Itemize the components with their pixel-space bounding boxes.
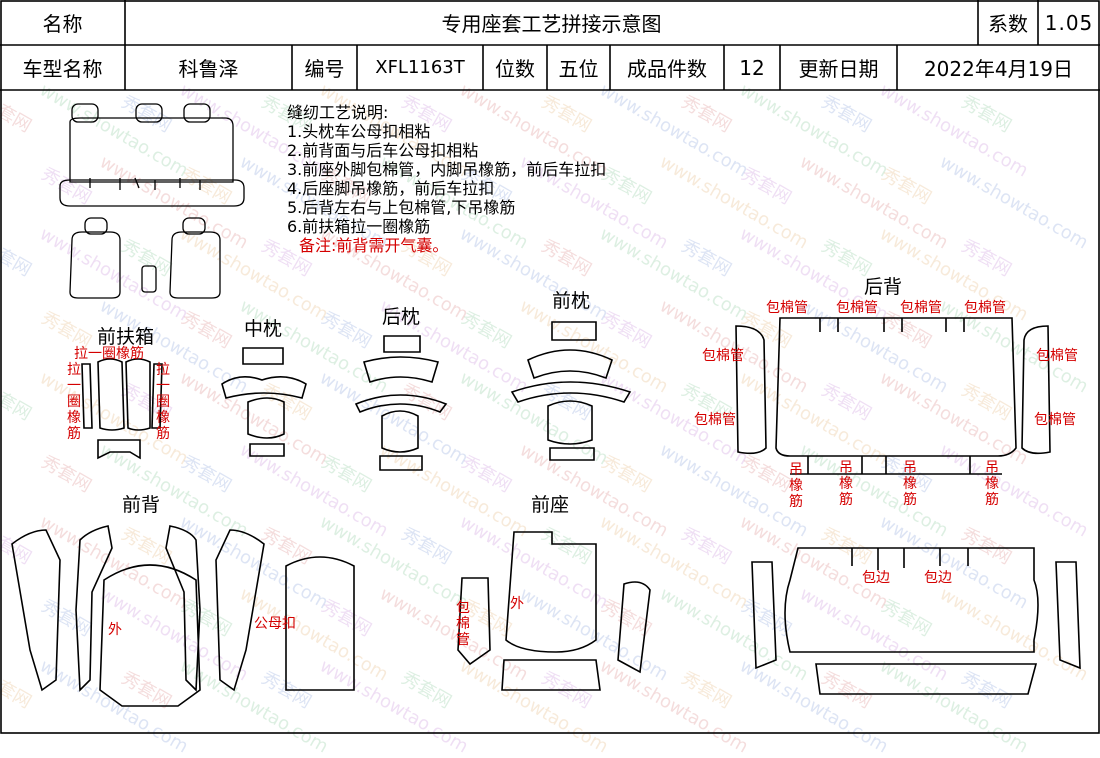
pieces-value: 12 <box>739 55 765 80</box>
note-cotton-tube: 包棉管 <box>702 348 744 364</box>
note-cotton-tube: 包棉管 <box>900 300 942 316</box>
label-front-headrest: 前枕 <box>552 290 591 312</box>
header-grid <box>0 0 1100 91</box>
note-cotton-tube: 包棉管 <box>766 300 808 316</box>
front-back-pieces <box>11 525 355 707</box>
note-outer: 外 <box>510 596 524 612</box>
note-hang-elastic: 吊橡筋 <box>789 462 803 510</box>
label-front-seat: 前座 <box>531 494 570 516</box>
note-item: 3.前座外脚包棉管，内脚吊橡筋，前后车拉扣 <box>287 160 607 179</box>
model-label: 车型名称 <box>22 57 103 81</box>
rear-headrest-pieces <box>354 335 448 471</box>
note-cotton-tube: 包棉管 <box>456 600 470 648</box>
rear-back-pieces <box>735 317 1051 475</box>
note-edge: 包边 <box>862 570 890 586</box>
date-label: 更新日期 <box>798 57 879 81</box>
label-front-armrest: 前扶箱 <box>97 326 155 348</box>
coef-label: 系数 <box>988 12 1028 36</box>
label-middle-headrest: 中枕 <box>244 318 283 340</box>
note-item: 2.前背面与后车公母扣相粘 <box>287 141 479 160</box>
note-snap: 公母扣 <box>254 616 296 632</box>
note-item: 5.后背左右与上包棉管,下吊橡筋 <box>287 198 516 217</box>
note-pull-elastic-right: 拉一圈橡筋 <box>156 362 170 442</box>
rear-bench-preview <box>59 103 245 207</box>
front-seats-preview <box>69 217 221 299</box>
front-armrest-pieces <box>81 358 163 460</box>
front-headrest-pieces <box>510 321 632 461</box>
note-hang-elastic: 吊橡筋 <box>903 460 917 508</box>
name-label: 名称 <box>42 12 83 36</box>
note-cotton-tube: 包棉管 <box>836 300 878 316</box>
code-value: XFL1163T <box>375 57 465 78</box>
header-table: 名称 专用座套工艺拼接示意图 系数 1.05 车型名称 科鲁泽 编号 XFL11… <box>0 0 1100 90</box>
notes-heading: 缝纫工艺说明: <box>287 103 389 122</box>
note-edge: 包边 <box>924 570 952 586</box>
label-rear-back: 后背 <box>864 276 903 298</box>
front-seat-pieces <box>457 531 651 691</box>
code-label: 编号 <box>304 57 345 81</box>
sewing-notes: 缝纫工艺说明: 1.头枕车公母扣相粘 2.前背面与后车公母扣相粘 3.前座外脚包… <box>287 103 606 255</box>
pieces-label: 成品件数 <box>627 57 707 81</box>
note-cotton-tube: 包棉管 <box>964 300 1006 316</box>
rear-seat-pieces <box>751 547 1081 695</box>
note-item: 6.前扶箱拉一圈橡筋 <box>287 217 431 236</box>
note-cotton-tube: 包棉管 <box>1034 412 1076 428</box>
pattern-drawing <box>0 0 1100 734</box>
date-value: 2022年4月19日 <box>923 57 1074 81</box>
note-pull-elastic: 拉一圈橡筋 <box>74 346 144 362</box>
sheet-title: 专用座套工艺拼接示意图 <box>441 12 662 36</box>
coef-value: 1.05 <box>1044 10 1094 35</box>
note-hang-elastic: 吊橡筋 <box>985 460 999 508</box>
middle-headrest-pieces <box>221 347 307 457</box>
sheet-border <box>0 0 1100 734</box>
label-rear-headrest: 后枕 <box>382 306 421 328</box>
seats-value: 五位 <box>558 57 599 81</box>
note-pull-elastic-left: 拉一圈橡筋 <box>67 362 81 442</box>
notes-remark: 备注:前背需开气囊。 <box>299 236 449 255</box>
note-cotton-tube: 包棉管 <box>694 412 736 428</box>
note-outer: 外 <box>108 622 122 638</box>
note-item: 1.头枕车公母扣相粘 <box>287 122 431 141</box>
note-cotton-tube: 包棉管 <box>1036 348 1078 364</box>
model-value: 科鲁泽 <box>178 57 239 81</box>
label-front-back: 前背 <box>122 494 161 516</box>
seats-label: 位数 <box>495 57 535 81</box>
note-hang-elastic: 吊橡筋 <box>839 460 853 508</box>
note-item: 4.后座脚吊橡筋，前后车拉扣 <box>287 179 495 198</box>
